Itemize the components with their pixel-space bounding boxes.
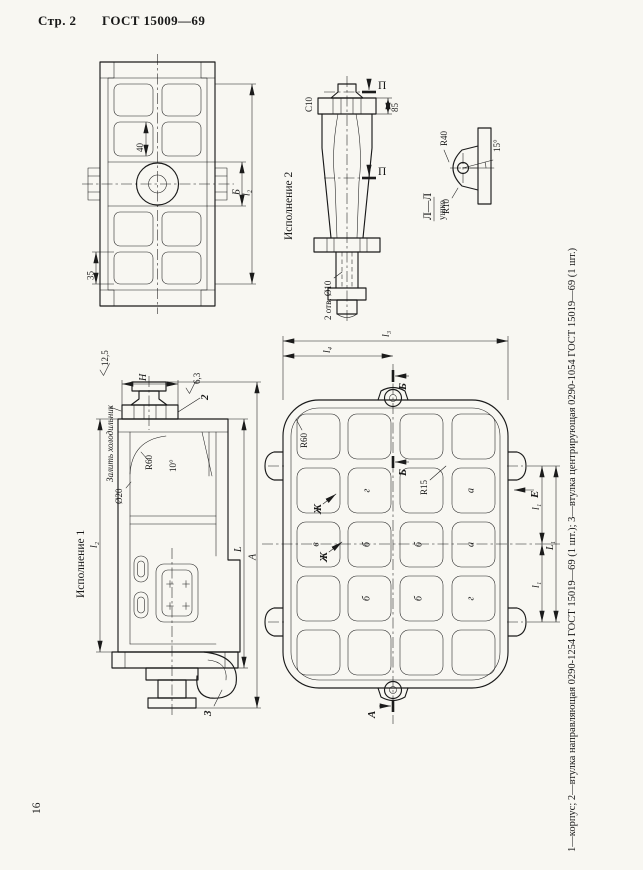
pocket-letter: а: [466, 542, 477, 547]
mark-a: А: [366, 711, 378, 719]
callout-2: 2: [199, 394, 211, 401]
dim-35: 35: [86, 271, 96, 281]
view-lug-detail: 15° R40 R10 Л—Л ушко: [422, 127, 502, 222]
view-ispolnenie-1: Исполнение 1: [75, 350, 261, 717]
dim-l1-lower: l₁: [531, 582, 542, 588]
section-mark-p-bottom: П: [324, 164, 386, 180]
dim-85: 85: [390, 103, 400, 113]
view-ispolnenie-2: Исполнение 2 П П: [283, 76, 400, 322]
page-number: 16: [31, 802, 43, 814]
mark-e: Е: [529, 491, 541, 499]
standard-number: ГОСТ 15009—69: [102, 13, 205, 28]
dim-r60-plan: R60: [299, 432, 309, 448]
dim-l2-top: l₂: [242, 189, 253, 196]
dim-15deg: 15°: [492, 139, 502, 152]
pocket-letter: б: [414, 541, 425, 547]
mark-b2: Б: [397, 469, 409, 477]
dim-l4: l₄: [322, 346, 333, 353]
dim-l3: l₃: [381, 330, 392, 337]
dim-r60-section: R60: [144, 454, 154, 470]
view-lug-geometry: [443, 127, 495, 205]
view-top-section: 40 Б l₂ 35: [82, 54, 256, 314]
view-plan-pocket-letters: г а в б б а б б г: [311, 488, 477, 601]
dim-40: 40: [135, 143, 145, 153]
section-mark-p-top: П: [324, 78, 386, 94]
section-subtitle-ushko: ушко: [437, 200, 447, 220]
dim-l: L: [233, 546, 244, 553]
label-ispolnenie-2: Исполнение 2: [283, 172, 295, 240]
dim-c10: С10: [304, 96, 314, 112]
parts-list-caption: 1—корпус; 2—втулка направляющая 0290-125…: [567, 247, 578, 852]
pocket-letter: б: [362, 595, 373, 601]
note-cooler: Залить холодильник: [105, 404, 115, 482]
mark-zh2: Ж: [318, 551, 330, 563]
mark-p1: П: [378, 80, 386, 92]
view-plan: l₃ l₄ Б Б А Е Ж Ж R60 R15 l₁: [262, 330, 560, 724]
mark-zh1: Ж: [312, 503, 324, 515]
dim-l1-total: L₁: [545, 541, 556, 551]
roughness-63: 6,3: [192, 372, 202, 384]
mark-b1: Б: [397, 383, 409, 391]
mark-p2: П: [378, 166, 386, 178]
dim-d20: Ø20: [114, 488, 124, 504]
callout-3: 3: [202, 710, 214, 717]
label-ispolnenie-1: Исполнение 1: [75, 530, 87, 598]
view-ispolnenie-1-geometry: [111, 376, 241, 716]
dim-h: H: [138, 373, 149, 382]
pocket-letter: г: [362, 488, 373, 492]
pocket-letter: в: [311, 542, 322, 547]
note-two-holes: 2 отв. Ø10: [323, 280, 333, 320]
dim-r15: R15: [419, 479, 429, 495]
view-top-section-dimensions: 40 Б l₂ 35: [86, 83, 256, 285]
dim-a: A: [248, 553, 259, 561]
pocket-letter: б: [362, 541, 373, 547]
page-label: Стр. 2: [38, 13, 76, 28]
dim-l2-section: l₂: [89, 541, 100, 548]
pocket-letter: г: [466, 596, 477, 600]
dim-10deg: 10°: [168, 459, 178, 472]
page-header: Стр. 2 ГОСТ 15009—69: [38, 13, 205, 28]
pocket-letter: б: [414, 595, 425, 601]
view-ispolnenie-1-dimensions: 12,5 H 6,3 2 R60 10° Ø20 Залить холодиль…: [89, 350, 261, 717]
roughness-125: 12,5: [100, 350, 110, 366]
view-plan-geometry: [262, 364, 536, 724]
dim-b: Б: [232, 189, 243, 196]
view-ispolnenie-2-geometry: [313, 76, 381, 322]
dim-r40: R40: [439, 130, 449, 146]
view-top-section-geometry: [82, 54, 234, 314]
dim-l1-upper: l₁: [531, 504, 542, 510]
dim-r10: R10: [441, 198, 451, 214]
view-ispolnenie-2-dimensions: С10 85 2 отв. Ø10: [304, 96, 400, 320]
pocket-letter: а: [466, 488, 477, 493]
view-plan-dimensions: l₃ l₄ Б Б А Е Ж Ж R60 R15 l₁: [282, 330, 560, 719]
section-title-l-l: Л—Л: [422, 193, 434, 220]
